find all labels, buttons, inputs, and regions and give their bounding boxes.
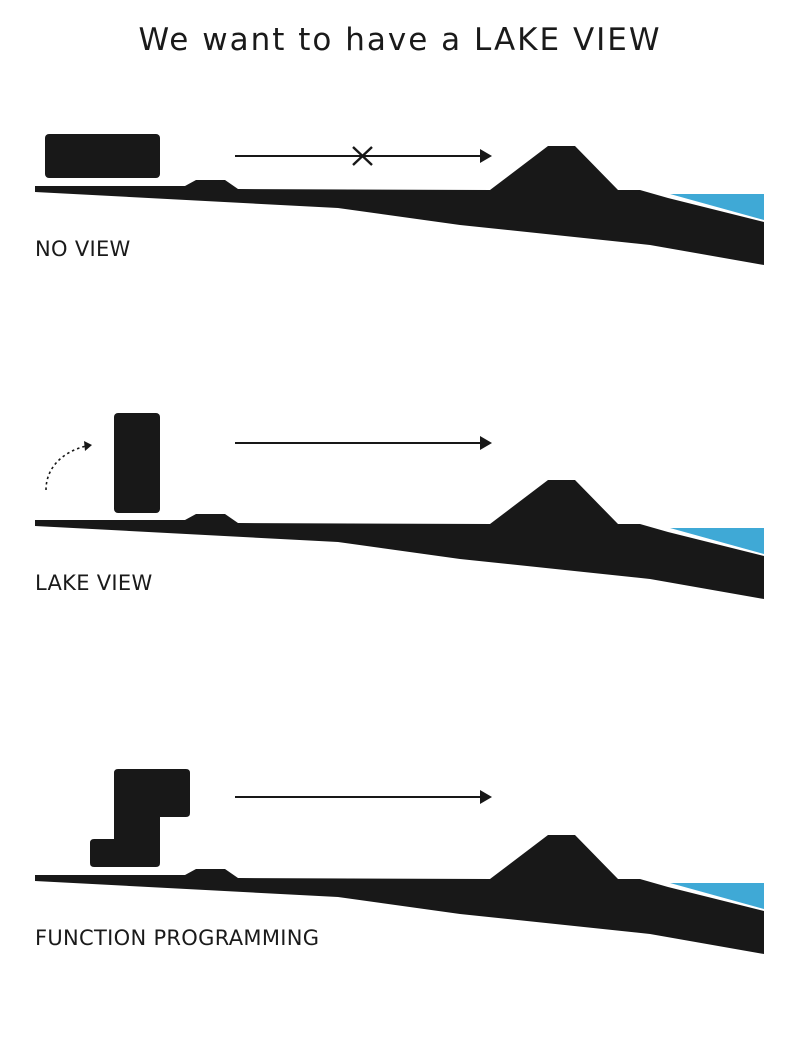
terrain-profile	[35, 146, 764, 265]
lake-water	[670, 194, 764, 220]
rotation-arrow-icon	[45, 445, 87, 491]
blocked-view-cross-icon	[352, 146, 373, 166]
terrain-profile	[35, 835, 764, 954]
arrow-head	[480, 436, 492, 450]
rotation-arrow-head	[84, 441, 92, 451]
panel-function-programming: FUNCTION PROGRAMMING	[0, 765, 800, 1055]
panel-lake-view: LAKE VIEW	[0, 410, 800, 700]
terrain-profile	[35, 480, 764, 599]
panel-no-view: NO VIEW	[0, 110, 800, 400]
arrow-head	[480, 790, 492, 804]
caption-function-programming: FUNCTION PROGRAMMING	[35, 926, 320, 950]
horizontal-building	[45, 134, 160, 178]
diagram-title: We want to have a LAKE VIEW	[138, 22, 662, 58]
section-drawing-lake-view	[35, 413, 764, 599]
caption-lake-view: LAKE VIEW	[35, 571, 153, 595]
lake-water	[670, 528, 764, 554]
lake-water	[670, 883, 764, 909]
stepped-stack-building	[90, 769, 190, 867]
vertical-tower-building	[114, 413, 160, 513]
arrow-head	[480, 149, 492, 163]
section-drawing-function-programming	[35, 769, 764, 954]
section-drawing-no-view	[35, 134, 764, 265]
caption-no-view: NO VIEW	[35, 237, 131, 261]
